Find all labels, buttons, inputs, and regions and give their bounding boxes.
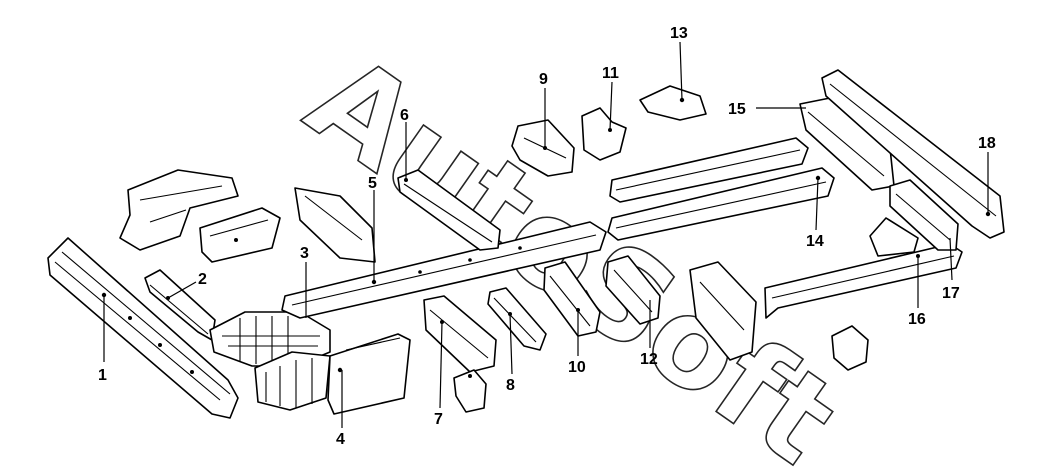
callout-2: 2 <box>198 271 207 288</box>
part-7-bracket <box>423 295 497 413</box>
part-5-side-rail <box>281 187 607 319</box>
part-front-upper-brackets <box>119 169 281 263</box>
callout-9: 9 <box>539 71 548 88</box>
callout-1: 1 <box>98 367 107 384</box>
part-8-bracket <box>487 287 547 351</box>
part-1-front-bumper <box>47 237 239 419</box>
callout-13: 13 <box>670 25 688 42</box>
callout-5: 5 <box>368 175 377 192</box>
callout-14: 14 <box>806 233 824 250</box>
part-11-gusset <box>581 107 627 161</box>
part-10-bracket <box>543 261 601 337</box>
callout-16: 16 <box>908 311 926 328</box>
callout-8: 8 <box>506 377 515 394</box>
part-12-bracket <box>605 255 757 361</box>
callout-11: 11 <box>602 65 619 82</box>
part-16-lower-rail <box>764 243 963 319</box>
callout-7: 7 <box>434 411 443 428</box>
callout-labels: 1 2 3 4 5 6 7 8 9 10 11 12 13 14 15 16 1… <box>98 25 996 448</box>
rear-bump-stop <box>831 325 869 371</box>
part-17-bracket <box>869 179 959 257</box>
part-18-rear-crossmember <box>821 69 1005 239</box>
callout-10: 10 <box>568 359 586 376</box>
part-14-middle-rail <box>607 137 835 241</box>
leader-lines <box>103 41 989 428</box>
callout-4: 4 <box>336 431 345 448</box>
part-6-diagonal-brace <box>397 169 501 251</box>
callout-3: 3 <box>300 245 309 262</box>
callout-18: 18 <box>978 135 996 152</box>
callout-6: 6 <box>400 107 409 124</box>
callout-17: 17 <box>942 285 960 302</box>
callout-12: 12 <box>640 351 658 368</box>
callout-15: 15 <box>728 101 746 118</box>
part-4-front-bracket <box>254 333 411 415</box>
part-13-upper-plate <box>639 85 707 121</box>
part-9-upper-bracket <box>511 119 575 177</box>
